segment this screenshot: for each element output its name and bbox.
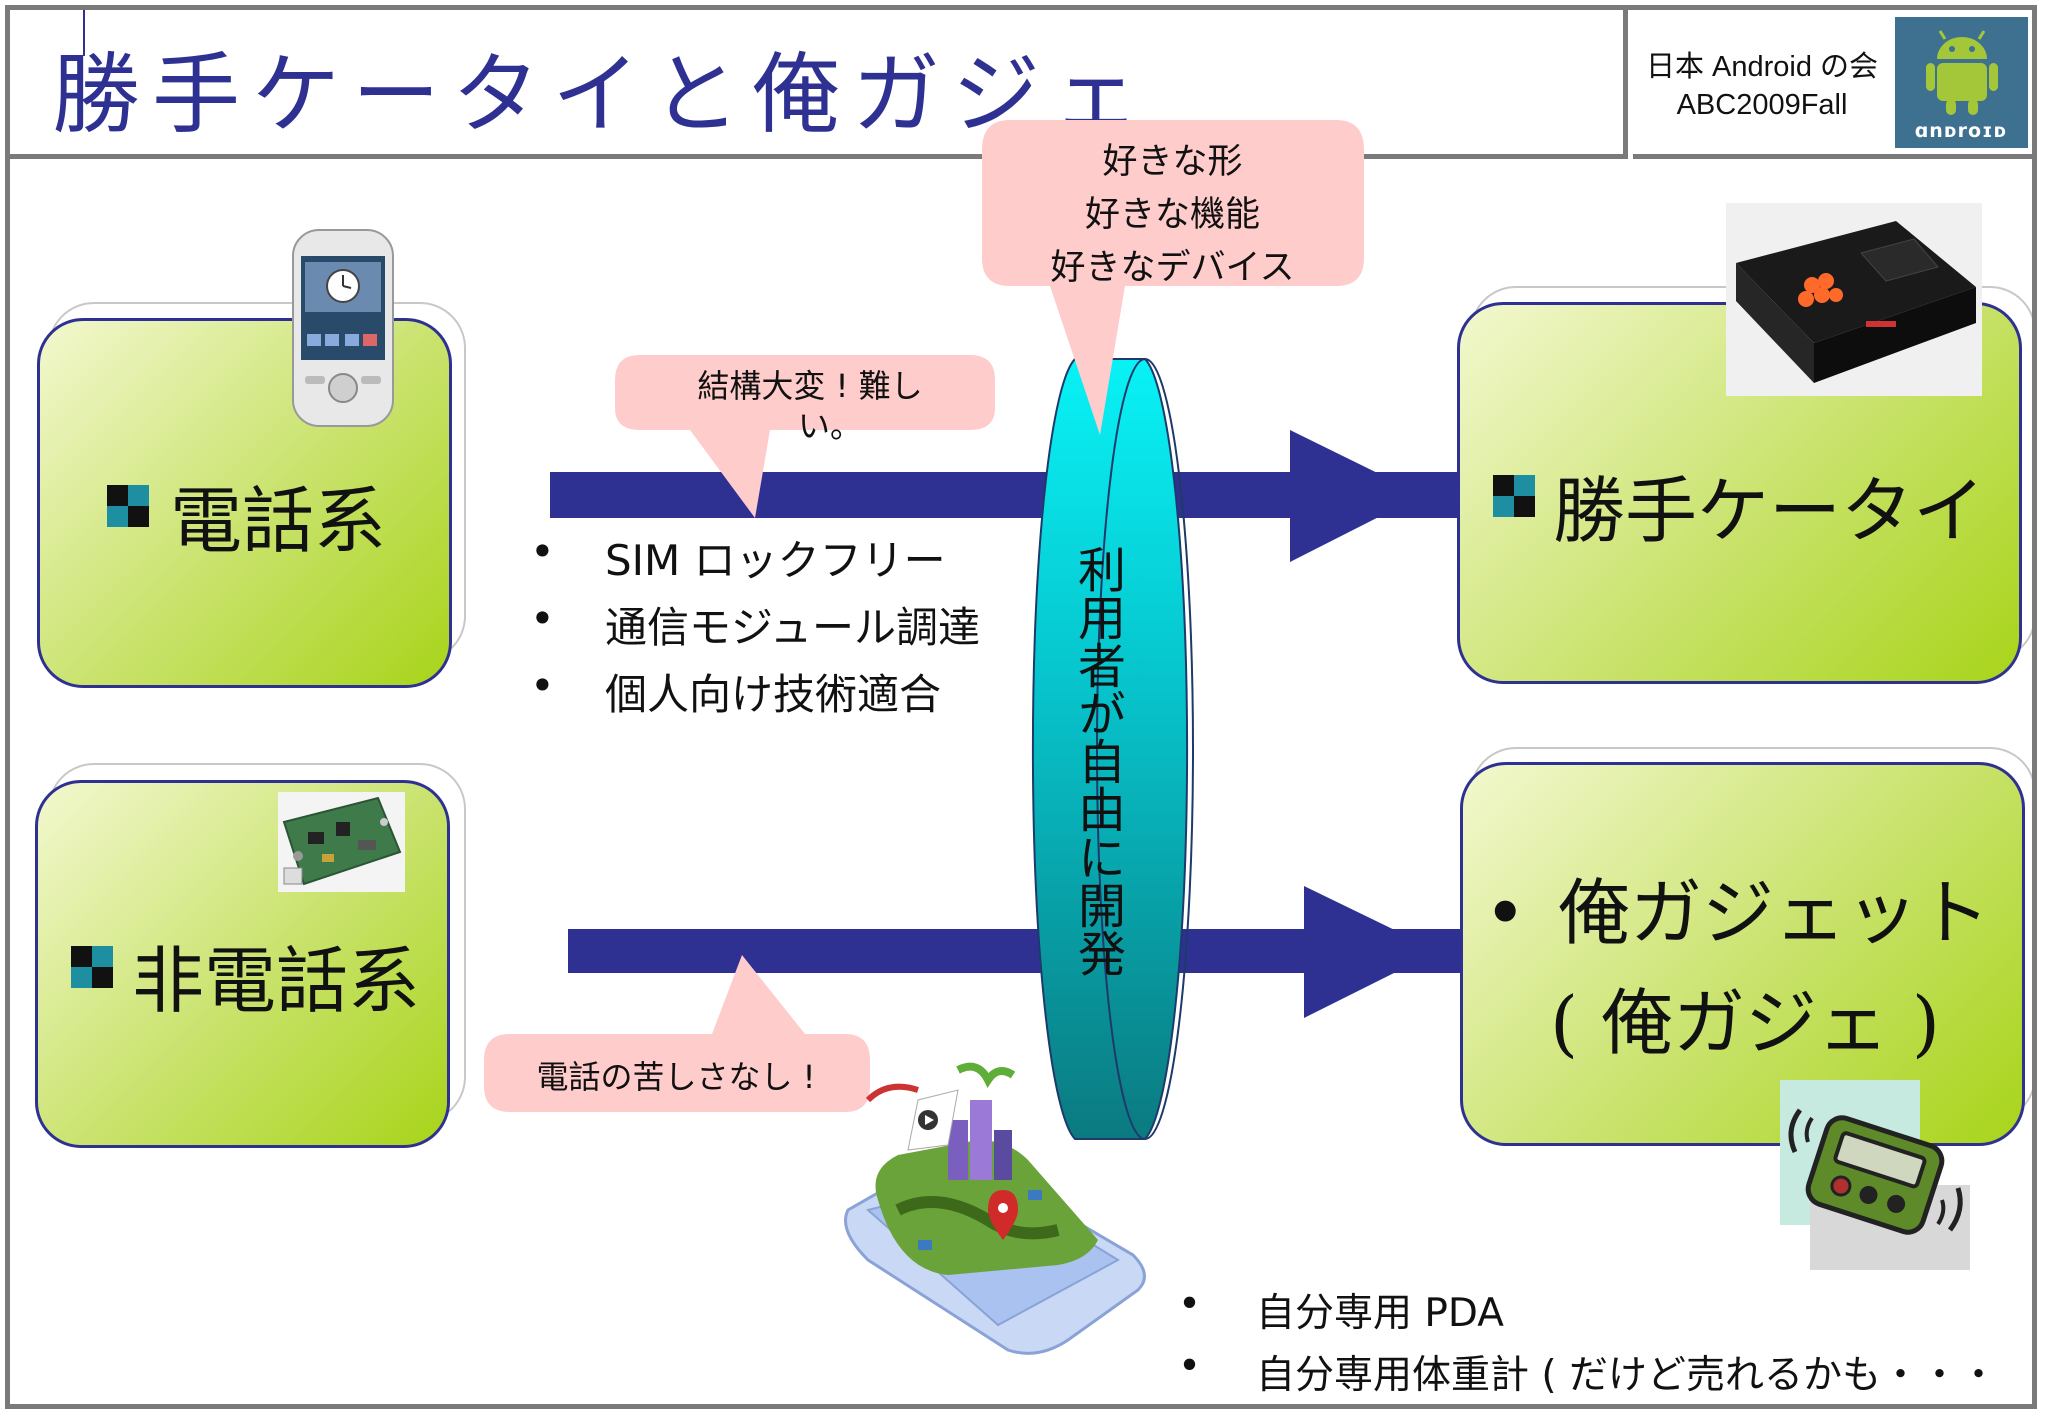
phone-requirements-list: • SIM ロックフリー • 通信モジュール調達 • 個人向け技術適合 [530, 527, 980, 728]
callout-line-shape: 好きな形 [1102, 142, 1243, 182]
list-bullet: • [530, 661, 555, 710]
list-item: • SIM ロックフリー [530, 527, 980, 594]
my-gadget-name: 俺ガジェット [1558, 871, 1991, 955]
lower-callout-text: 電話の苦しさなし ! [536, 1058, 816, 1096]
checker-bullet-icon [107, 485, 149, 527]
list-item: • 自分専用 PDA [1178, 1282, 1998, 1344]
callout-line-difficult: 結構大変 ! 難し [697, 367, 923, 405]
list-item-text: 個人向け技術適合 [605, 670, 942, 719]
callout-line-device: 好きなデバイス [1050, 248, 1295, 288]
circuit-board-image [278, 792, 405, 892]
nonphone-category-label: 非電話系 [132, 939, 421, 1023]
list-item-text: 自分専用 PDA [1256, 1291, 1504, 1336]
event-name: ABC2009Fall [1676, 89, 1848, 121]
phone-category-label: 電話系 [170, 479, 387, 563]
list-item-text: 自分専用体重計 ( だけど売れるかも・・・ [1256, 1353, 1999, 1398]
list-item: • 自分専用体重計 ( だけど売れるかも・・・ [1178, 1344, 1998, 1406]
developer-freedom-label: 利用者が自由に開発 [1069, 545, 1125, 977]
checker-bullet-icon [71, 946, 113, 988]
svg-text:ɑnᴅroɪᴅ: ɑnᴅroɪᴅ [1915, 120, 2008, 142]
checker-bullet-icon [1493, 475, 1535, 517]
top-callout-text: 好きな形 好きな機能 好きなデバイス [1000, 136, 1345, 295]
slide-frame [5, 5, 2037, 1409]
logo-area [1633, 5, 2037, 159]
text-cursor [83, 10, 85, 56]
gadget-examples-list: • 自分専用 PDA • 自分専用体重計 ( だけど売れるかも・・・ [1178, 1282, 1998, 1406]
custom-phone-label: 勝手ケータイ [1553, 469, 1986, 553]
my-gadget-label-line2: ( 俺ガジェ ) [1550, 981, 1940, 1065]
organization-name: 日本 Android の会 [1645, 51, 1879, 83]
callout-line-function: 好きな機能 [1084, 195, 1260, 235]
list-item-text: 通信モジュール調達 [605, 603, 981, 652]
map-phone-clipart [828, 1060, 1153, 1360]
list-bullet: • [530, 527, 555, 576]
my-gadget-label-line1: • 俺ガジェット [1484, 858, 1990, 968]
my-gadget-label: • 俺ガジェット ( 俺ガジェ ) [1484, 858, 1990, 1078]
list-bullet: • [1178, 1344, 1202, 1389]
smartphone-image [291, 228, 395, 428]
black-device-image [1726, 203, 1982, 396]
list-item: • 個人向け技術適合 [530, 661, 980, 728]
pager-clipart [1780, 1080, 1970, 1270]
upper-callout-text: 結構大変 ! 難し い。 [640, 366, 980, 446]
list-bullet: • [1178, 1282, 1202, 1327]
list-bullet: • [1484, 871, 1527, 955]
title-bar [5, 5, 1628, 159]
callout-line-difficult-end: い。 [797, 407, 862, 445]
organization-label: 日本 Android の会 ABC2009Fall [1638, 48, 1886, 124]
my-gadget-box [1460, 762, 2025, 1146]
list-item: • 通信モジュール調達 [530, 594, 980, 661]
list-bullet: • [530, 594, 555, 643]
slide-title: 勝手ケータイと俺ガジェ [52, 43, 1153, 146]
developer-freedom-cylinder [1015, 355, 1195, 1145]
list-item-text: SIM ロックフリー [605, 536, 946, 585]
android-logo: ɑnᴅroɪᴅ [1895, 17, 2028, 148]
